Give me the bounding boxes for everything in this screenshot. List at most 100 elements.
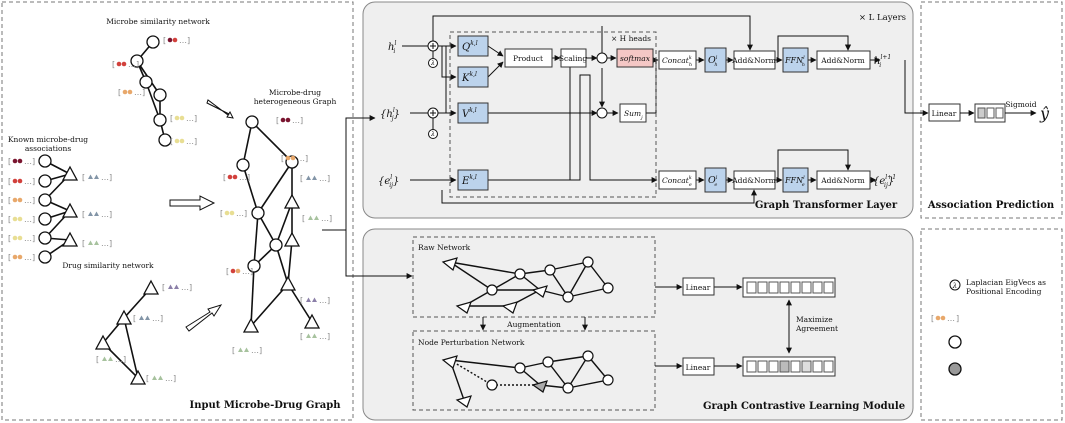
input-labels: Microbe similarity network Known microbe… (8, 17, 341, 411)
svg-text:…]: …] (242, 267, 253, 276)
lambda-symbol-2: λ (430, 131, 435, 138)
q-box: Qk,l (462, 40, 478, 53)
svg-text:[: [ (96, 355, 99, 364)
contrastive-wires (480, 284, 792, 369)
input-connector (322, 115, 413, 279)
raw-linear-box (682, 277, 715, 296)
drug-similarity-label: Drug similarity network (62, 261, 154, 270)
legend-laplacian-2: Positional Encoding (966, 287, 1042, 296)
svg-text:…]: …] (134, 88, 145, 97)
perturbation-label: Node Perturbation Network (418, 338, 525, 347)
svg-text:[: [ (112, 60, 115, 69)
product-label: Product (513, 54, 543, 63)
svg-text:…]: …] (186, 137, 197, 146)
svg-text:[: [ (300, 332, 303, 341)
sum-box (619, 103, 647, 123)
svg-text:[: [ (163, 36, 166, 45)
svg-text:[: [ (8, 177, 11, 186)
raw-network-nodes (441, 256, 614, 314)
svg-text:[: [ (118, 88, 121, 97)
svg-text:…]: …] (24, 157, 35, 166)
k-box: Kk,l (461, 71, 477, 84)
perturbed-graph (449, 355, 609, 401)
svg-text:…]: …] (297, 154, 308, 163)
sum-label: Sumj (624, 109, 643, 121)
input-nodes (38, 35, 321, 385)
svg-text:…: … (947, 314, 955, 323)
softmax-box (616, 48, 654, 68)
svg-text:…]: …] (165, 374, 176, 383)
svg-text:[: [ (8, 215, 11, 224)
raw-network-box (412, 236, 656, 318)
input-panel-title: Input Microbe-Drug Graph (190, 400, 342, 411)
hetero-label-1: Microbe-drug (269, 88, 321, 97)
svg-text:…]: …] (251, 346, 262, 355)
svg-text:…]: …] (239, 173, 250, 182)
svg-text:[: [ (8, 234, 11, 243)
perturbed-embedding (742, 356, 836, 377)
heads-label: × H heads (611, 34, 651, 43)
softmax-label: softmax (620, 54, 651, 63)
hetero-label-2: heterogeneous Graph (254, 97, 337, 106)
contrastive-panel-title: Graph Contrastive Learning Module (703, 401, 905, 412)
pert-linear-label: Linear (686, 363, 711, 372)
svg-text:[: [ (8, 196, 11, 205)
svg-text:…]: …] (181, 283, 192, 292)
o-h-box (704, 47, 727, 73)
legend-feature-tag: [ …] (931, 314, 959, 323)
svg-text:…]: …] (101, 239, 112, 248)
svg-text:…]: …] (24, 196, 35, 205)
raw-linear-label: Linear (686, 283, 711, 292)
pred-linear-label: Linear (932, 109, 957, 118)
maximize-label-2: Agreement (795, 324, 838, 333)
svg-text:…]: …] (24, 215, 35, 224)
raw-embedding (742, 277, 836, 298)
add-norm-h1-box (733, 50, 776, 70)
hollow-arrows (169, 99, 234, 332)
svg-text:…]: …] (101, 173, 112, 182)
svg-text:[: [ (162, 283, 165, 292)
transformer-wires (402, 15, 929, 204)
legend-laplacian-1: Laplacian EigVecs as (966, 278, 1046, 287)
svg-text:[: [ (146, 374, 149, 383)
legend-gray-node (948, 362, 962, 376)
o-e-box (704, 167, 727, 193)
svg-text:…]: …] (179, 36, 190, 45)
legend-white-node (948, 335, 962, 349)
layers-label: × L Layers (859, 13, 906, 23)
v-box: Vk,l (462, 107, 477, 120)
svg-text:[: [ (226, 267, 229, 276)
svg-text:…]: …] (321, 214, 332, 223)
scaling-label: Scaling (559, 54, 587, 63)
add-norm-h1-label: Add&Norm (731, 56, 775, 65)
heads-box (449, 31, 657, 198)
add-norm-h2-label: Add&Norm (820, 56, 864, 65)
svg-text:…]: …] (24, 234, 35, 243)
svg-text:[: [ (931, 314, 934, 323)
svg-text:[: [ (281, 154, 284, 163)
pred-vector (974, 103, 1006, 123)
svg-text:…]: …] (115, 355, 126, 364)
e-box: Ek,l (461, 174, 477, 187)
svg-text:[: [ (82, 173, 85, 182)
svg-text:[: [ (82, 210, 85, 219)
svg-text:[: [ (8, 253, 11, 262)
augmentation-label: Augmentation (506, 320, 561, 329)
svg-text:…]: …] (101, 210, 112, 219)
known-assoc-label-1: Known microbe-drug (8, 135, 88, 144)
svg-text:]: ] (956, 314, 959, 323)
add-norm-e2-box (816, 170, 871, 190)
ffn-h-box (782, 47, 809, 73)
product-box (504, 48, 553, 68)
operators (427, 40, 608, 139)
svg-text:…]: …] (152, 314, 163, 323)
raw-network-label: Raw Network (418, 243, 471, 252)
svg-text:…]: …] (24, 177, 35, 186)
